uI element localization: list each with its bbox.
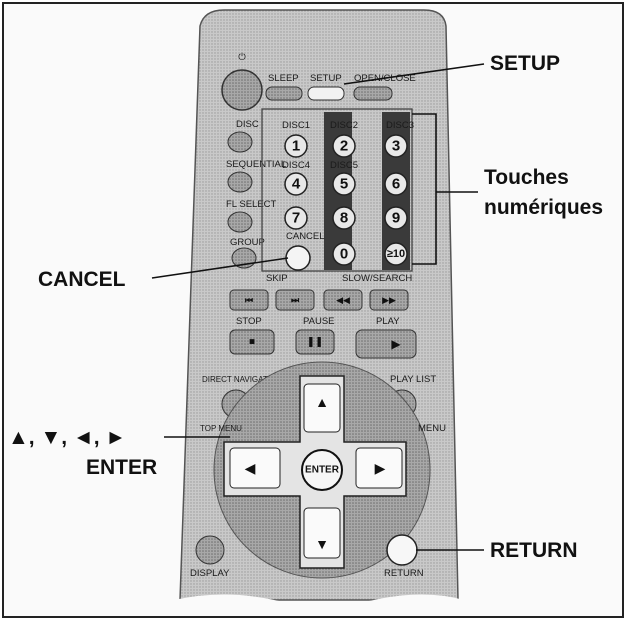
cancel-remote-label: CANCEL (286, 231, 325, 242)
disc-button[interactable] (227, 131, 253, 153)
play-button[interactable] (355, 329, 417, 359)
play-icon: ▶ (391, 337, 401, 351)
disc2-label: DISC2 (330, 120, 358, 131)
skip-label: SKIP (266, 273, 288, 284)
enter-button-label: ENTER (305, 465, 340, 476)
play-list-label: PLAY LIST (390, 374, 436, 385)
power-icon: ⏻ (238, 52, 246, 63)
number-0: 0 (340, 246, 348, 263)
disc3-label: DISC3 (386, 120, 414, 131)
setup-button[interactable] (307, 86, 345, 101)
cancel-callout: CANCEL (38, 268, 126, 291)
touches-numeriques-callout-line1: Touches (484, 166, 569, 189)
number-10-plus-button[interactable] (384, 242, 408, 266)
keypad-bracket (412, 113, 437, 265)
number-6-button[interactable] (384, 172, 408, 196)
number-10-plus: ≥10 (387, 248, 405, 260)
number-1: 1 (292, 138, 300, 155)
left-button[interactable] (229, 447, 281, 489)
cancel-button[interactable] (285, 245, 311, 271)
play-label: PLAY (376, 316, 400, 327)
number-6: 6 (392, 176, 400, 193)
sequential-label: SEQUENTIAL (226, 159, 286, 170)
cancel-leader-line (151, 257, 289, 279)
number-5: 5 (340, 176, 348, 193)
direct-navigator-label: DIRECT NAVIGATOR (202, 375, 280, 384)
left-arrow-icon: ◀ (245, 460, 256, 476)
number-2: 2 (340, 138, 348, 155)
number-8-button[interactable] (332, 206, 356, 230)
up-arrow-icon: ▲ (315, 394, 329, 410)
return-remote-label: RETURN (384, 568, 424, 579)
number-1-button[interactable] (284, 134, 308, 158)
pause-button[interactable] (295, 329, 335, 355)
fl-select-button[interactable] (227, 211, 253, 233)
rewind-button[interactable] (323, 289, 363, 311)
skip-back-button[interactable] (229, 289, 269, 311)
fast-forward-button[interactable] (369, 289, 409, 311)
right-button[interactable] (355, 447, 403, 489)
disc-label: DISC (236, 119, 259, 130)
disc1-label: DISC1 (282, 120, 310, 131)
disc4-label: DISC4 (282, 160, 310, 171)
number-0-button[interactable] (332, 242, 356, 266)
number-9-button[interactable] (384, 206, 408, 230)
number-9: 9 (392, 210, 400, 227)
power-button[interactable] (221, 69, 263, 111)
setup-label: SETUP (310, 73, 342, 84)
pause-label: PAUSE (303, 316, 335, 327)
number-4: 4 (292, 176, 301, 193)
enter-callout: ENTER (86, 456, 157, 479)
display-label: DISPLAY (190, 568, 230, 579)
remote-diagram: ⏻ SLEEP SETUP OPEN/CLOSE DISC SEQUENTIAL… (8, 9, 603, 616)
number-8: 8 (340, 210, 348, 227)
number-5-button[interactable] (332, 172, 356, 196)
stop-label: STOP (236, 316, 262, 327)
return-button[interactable] (386, 534, 418, 566)
open-close-button[interactable] (353, 86, 393, 101)
slow-search-label: SLOW/SEARCH (342, 273, 412, 284)
top-menu-label: TOP MENU (200, 424, 242, 433)
setup-callout: SETUP (490, 52, 560, 75)
group-label: GROUP (230, 237, 265, 248)
fast-forward-icon: ▶▶ (382, 295, 396, 305)
number-4-button[interactable] (284, 172, 308, 196)
number-2-button[interactable] (332, 134, 356, 158)
right-arrow-icon: ▶ (375, 460, 386, 476)
fl-select-label: FL SELECT (226, 199, 277, 210)
display-button[interactable] (195, 535, 225, 565)
stop-button[interactable] (229, 329, 275, 355)
stop-icon: ■ (249, 337, 255, 348)
sleep-label: SLEEP (268, 73, 299, 84)
sleep-button[interactable] (265, 86, 303, 101)
remote-bottom-edge (174, 594, 464, 616)
sequential-button[interactable] (227, 171, 253, 193)
enter-button[interactable] (301, 449, 343, 491)
arrows-callout: ▲, ▼, ◄, ► (8, 426, 126, 449)
number-3-button[interactable] (384, 134, 408, 158)
number-7-button[interactable] (284, 206, 308, 230)
rewind-icon: ◀◀ (336, 295, 350, 305)
up-button[interactable] (303, 383, 341, 433)
touches-numeriques-callout-line2: numériques (484, 196, 603, 219)
numeric-keypad-frame (261, 108, 413, 272)
skip-back-icon: ⏮ (245, 295, 253, 305)
menu-label: MENU (418, 423, 446, 434)
setup-leader-line (343, 63, 485, 85)
number-7: 7 (292, 210, 300, 227)
return-callout: RETURN (490, 539, 578, 562)
disc5-label: DISC5 (330, 160, 358, 171)
down-arrow-icon: ▼ (315, 536, 329, 552)
number-3: 3 (392, 138, 400, 155)
down-button[interactable] (303, 507, 341, 559)
skip-forward-icon: ⏭ (291, 295, 300, 305)
skip-forward-button[interactable] (275, 289, 315, 311)
pause-icon: ❚❚ (307, 337, 324, 348)
